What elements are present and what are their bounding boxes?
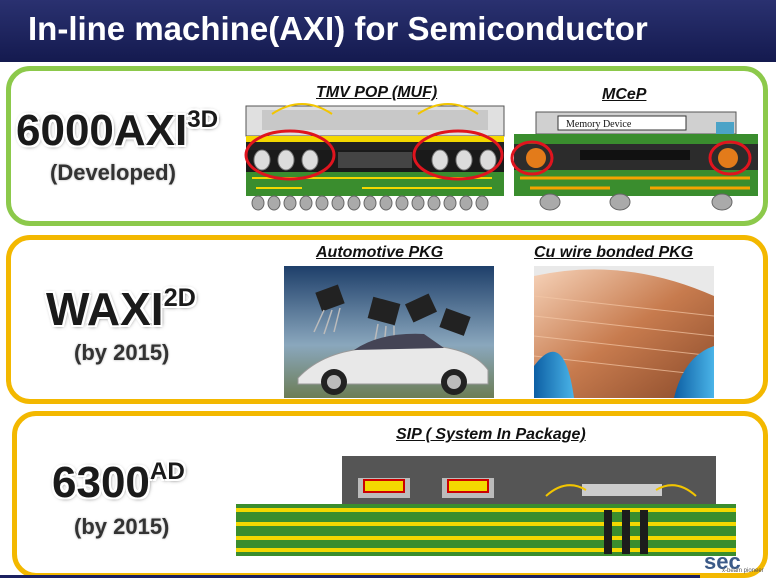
tmv-pop-diagram — [244, 103, 505, 211]
model-name-waxi: WAXI2D — [46, 283, 196, 335]
title-bar: In-line machine(AXI) for Semiconductor — [0, 0, 776, 62]
memory-device-label: Memory Device — [566, 119, 632, 130]
caption-cu-wire: Cu wire bonded PKG — [534, 244, 694, 261]
model-name-6000axi: 6000AXI3D — [16, 106, 219, 156]
model-status-waxi: (by 2015) — [74, 340, 170, 365]
company-logo: sec — [704, 549, 741, 574]
company-tagline: x-beam pioneer — [722, 568, 764, 574]
footer-line — [0, 575, 700, 578]
model-name-6300: 6300AD — [52, 458, 185, 508]
caption-automotive-pkg: Automotive PKG — [316, 244, 444, 261]
caption-tmv-pop: TMV POP (MUF) — [316, 84, 438, 101]
automotive-pkg-image — [284, 266, 494, 398]
caption-mcep: MCeP — [602, 86, 647, 103]
model-status-6000axi: (Developed) — [50, 160, 176, 185]
page-title: In-line machine(AXI) for Semiconductor — [28, 10, 648, 47]
model-status-6300: (by 2015) — [74, 514, 170, 539]
mcep-diagram: Memory Device — [510, 111, 758, 211]
caption-sip: SIP ( System In Package) — [396, 426, 586, 443]
cu-wire-image — [534, 266, 714, 398]
sip-diagram — [236, 456, 736, 556]
